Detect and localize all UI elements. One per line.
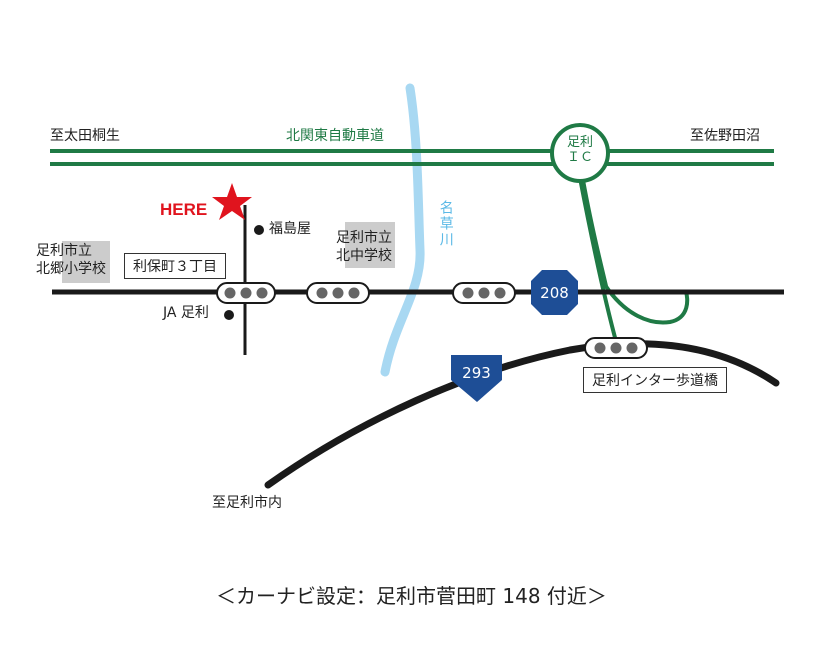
nagusa-river <box>380 83 425 377</box>
ic-label-line1: 足利 <box>566 135 593 150</box>
route-293-number: 293 <box>462 364 491 382</box>
ic-label: 足利 ＩＣ <box>556 135 604 166</box>
traffic-signal-4 <box>584 337 648 359</box>
ic-loop <box>603 283 690 325</box>
ota-direction-label: 至太田桐生 <box>50 128 120 144</box>
kitanaka-school-line2: 北中学校 <box>336 247 392 264</box>
kitago-school-label: 足利市立 北郷小学校 <box>36 243 106 278</box>
route-293-road <box>264 340 780 489</box>
route-293-shield <box>451 355 502 402</box>
traffic-signal-3 <box>452 282 516 304</box>
ic-connector <box>578 177 619 346</box>
interchange-bridge-box: 足利インター歩道橋 <box>583 367 727 393</box>
fukushimaya-label: 福島屋 <box>269 221 311 237</box>
fukushimaya-dot <box>254 225 264 235</box>
kitanaka-school-marker <box>345 222 395 268</box>
ic-branch <box>581 179 608 287</box>
ja-label: JA 足利 <box>163 305 209 321</box>
ashikaga-uchi-direction-label: 至足利市内 <box>212 495 282 511</box>
here-star-icon <box>212 183 252 220</box>
route-208-shield <box>531 270 578 315</box>
kitago-school-line2: 北郷小学校 <box>36 260 106 277</box>
kitago-school-marker <box>62 241 110 283</box>
toshimachi-box: 利保町３丁目 <box>124 253 226 279</box>
navigation-caption: ＜カーナビ設定：足利市菅田町 148 付近＞ <box>216 584 607 608</box>
ja-dot <box>224 310 234 320</box>
sano-direction-label: 至佐野田沼 <box>690 128 760 144</box>
traffic-signal-1 <box>216 282 276 304</box>
kitanaka-school-line1: 足利市立 <box>336 230 392 246</box>
route-208-number: 208 <box>540 284 569 302</box>
river-label: 名草川 <box>437 200 454 248</box>
expressway-label: 北関東自動車道 <box>286 128 384 144</box>
kitanaka-school-label: 足利市立 北中学校 <box>336 230 392 265</box>
kitago-school-line1: 足利市立 <box>36 243 92 259</box>
traffic-signal-2 <box>306 282 370 304</box>
ic-label-line2: ＩＣ <box>566 149 593 165</box>
here-label: HERE <box>160 200 208 219</box>
ic-circle <box>550 123 610 183</box>
